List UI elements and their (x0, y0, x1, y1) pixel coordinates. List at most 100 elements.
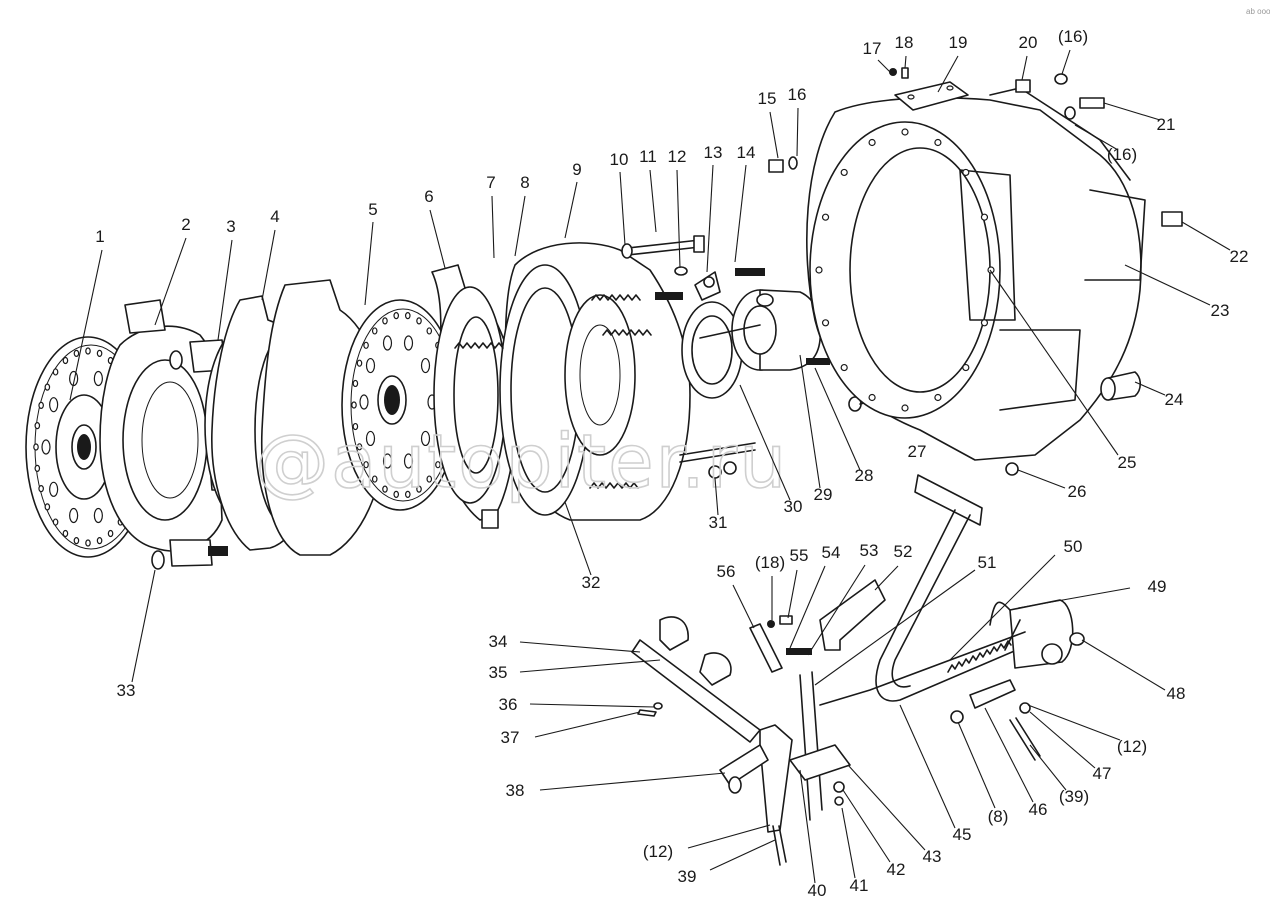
callout-c35: 35 (489, 663, 508, 682)
disc-hole (96, 349, 103, 358)
part-9-clutch-cover (454, 242, 691, 521)
housing-bolt-hole (962, 363, 970, 372)
leader-line (564, 501, 592, 576)
corner-mark: ab ooo (1246, 7, 1270, 16)
callout-c40: 40 (808, 881, 827, 900)
callout-c16b: (16) (1058, 27, 1088, 46)
disc-hole (41, 439, 51, 455)
callout-c31: 31 (709, 513, 728, 532)
callout-c46: 46 (1029, 800, 1048, 819)
disc-hole (33, 443, 39, 451)
housing-bolt-hole (987, 266, 995, 274)
part-5-driven-disc (260, 279, 459, 556)
leader-line (1134, 381, 1166, 396)
callout-c25: 25 (1118, 453, 1137, 472)
disc-hole (403, 335, 414, 351)
pedal-assembly (631, 474, 1085, 866)
callout-c48: 48 (1167, 684, 1186, 703)
leader-line (814, 569, 976, 686)
fasteners-top-right (889, 67, 1183, 476)
part-19-cover-plate (894, 81, 969, 111)
coil-spring (602, 329, 652, 336)
callout-c15: 15 (758, 89, 777, 108)
disc-hole (34, 464, 41, 472)
housing-bolt-hole (901, 128, 909, 136)
disc-hole (34, 422, 41, 430)
callout-c55: 55 (790, 546, 809, 565)
leader-line (814, 367, 861, 471)
disc-hole (49, 397, 59, 413)
disc-hole (393, 312, 400, 320)
watermark: @autopiter.ru (255, 419, 788, 505)
callout-c18: 18 (895, 33, 914, 52)
leader-line (529, 703, 656, 708)
disc-hole (371, 475, 378, 483)
disc-hole (107, 529, 114, 538)
leader-line (937, 55, 959, 93)
callout-c13: 13 (704, 143, 723, 162)
housing-bolt-hole (901, 404, 909, 412)
disc-hole (435, 461, 441, 469)
leader-line (949, 554, 1056, 661)
callout-c33: 33 (117, 681, 136, 700)
disc-hole (69, 507, 79, 524)
disc-hole (382, 453, 393, 469)
leader-line (874, 565, 899, 591)
callout-c39b: (39) (1059, 787, 1089, 806)
coil-spring (591, 294, 641, 301)
leader-line (1029, 744, 1067, 791)
housing-bolt-hole (980, 319, 989, 327)
disc-hole (356, 359, 363, 367)
housing-bolt-hole (821, 319, 830, 327)
coil-spring (454, 342, 504, 349)
callout-c28: 28 (855, 466, 874, 485)
leader-line (676, 169, 681, 269)
callout-c12: 12 (668, 147, 687, 166)
leader-line (534, 711, 641, 738)
disc-hole (38, 401, 44, 409)
callout-c24: 24 (1165, 390, 1184, 409)
leader-line (154, 237, 187, 326)
leader-line (1074, 124, 1119, 151)
disc-hole (85, 539, 91, 547)
callout-c16c: (16) (1107, 145, 1137, 164)
leader-line (799, 769, 816, 884)
callout-c53: 53 (860, 541, 879, 560)
leader-line (1029, 711, 1096, 769)
leader-line (709, 839, 776, 871)
housing-bolt-hole (815, 266, 823, 274)
disc-hole (38, 485, 44, 493)
leader-line (769, 111, 779, 159)
leader-line (1021, 55, 1028, 81)
leader-line (714, 477, 719, 516)
leader-line (787, 569, 798, 619)
leader-line (899, 704, 956, 829)
callout-c54: 54 (822, 543, 841, 562)
callout-c3: 3 (226, 217, 235, 236)
leader-line (989, 269, 1119, 456)
disc-hole (49, 481, 59, 497)
leader-line (519, 641, 641, 653)
housing-bolt-hole (980, 213, 989, 221)
part-23-clutch-housing (806, 87, 1146, 461)
disc-hole (351, 401, 357, 409)
disc-hole (356, 443, 363, 451)
leader-line (514, 195, 526, 257)
leader-line (877, 59, 891, 73)
callout-c2: 2 (181, 215, 190, 234)
callout-c20: 20 (1019, 33, 1038, 52)
callout-c1: 1 (95, 227, 104, 246)
disc-hole (420, 357, 431, 374)
callout-c8: 8 (520, 173, 529, 192)
disc-hole (426, 475, 433, 483)
leader-line (69, 249, 103, 401)
callout-c19: 19 (949, 33, 968, 52)
callout-c38: 38 (506, 781, 525, 800)
disc-hole (359, 394, 369, 410)
callout-c39: 39 (678, 867, 697, 886)
callout-c47: 47 (1093, 764, 1112, 783)
callout-c22: 22 (1230, 247, 1249, 266)
disc-hole (416, 317, 422, 325)
